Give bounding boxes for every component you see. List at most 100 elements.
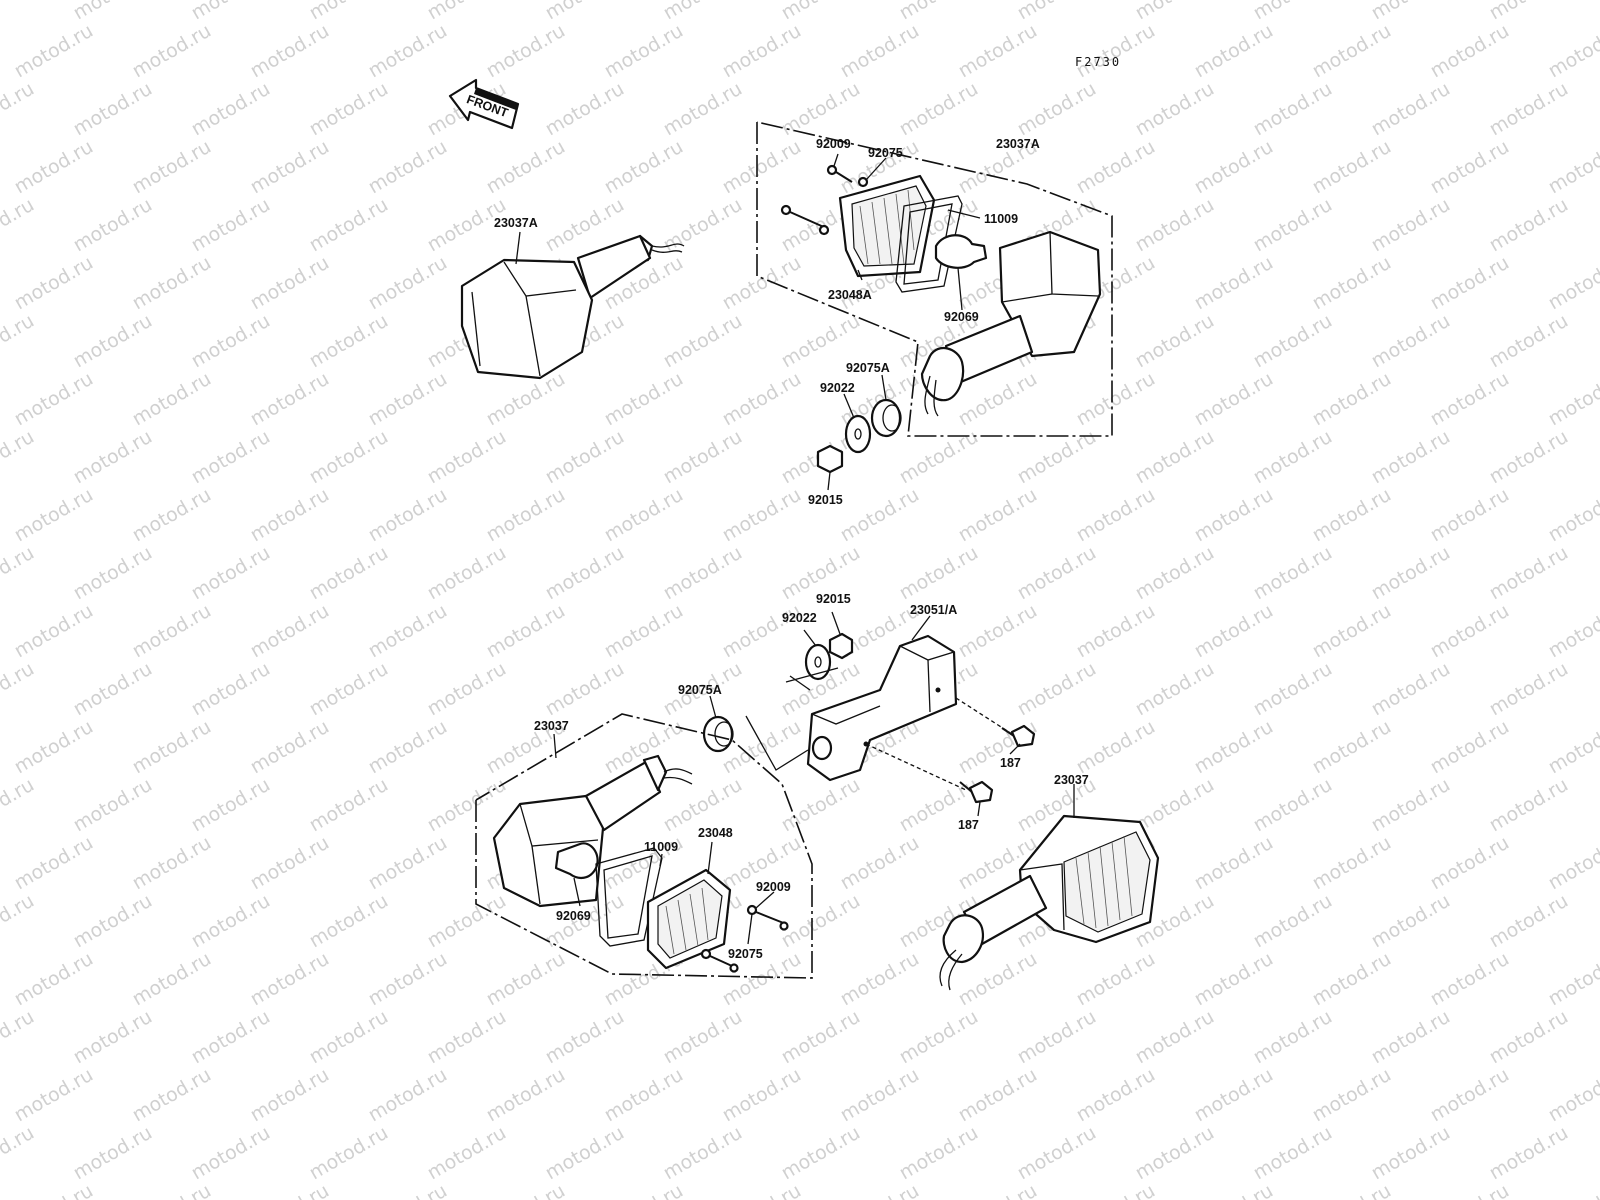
- watermark-text: motod.ru: [70, 1006, 156, 1069]
- watermark-text: motod.ru: [247, 1180, 333, 1200]
- label-top-assembly: 23037A: [996, 137, 1040, 151]
- watermark-text: motod.ru: [601, 484, 687, 547]
- watermark-text: motod.ru: [1250, 1122, 1336, 1185]
- label-bracket-grommet: 92075A: [678, 683, 722, 697]
- watermark-text: motod.ru: [1545, 20, 1600, 83]
- watermark-text: motod.ru: [837, 1180, 923, 1200]
- watermark-text: motod.ru: [0, 774, 38, 837]
- watermark-text: motod.ru: [1427, 1064, 1513, 1127]
- watermark-text: motod.ru: [719, 484, 805, 547]
- watermark-text: motod.ru: [11, 368, 97, 431]
- bracket: [806, 634, 958, 782]
- watermark-text: motod.ru: [1191, 484, 1277, 547]
- watermark-text: motod.ru: [1309, 600, 1395, 663]
- watermark-text: motod.ru: [483, 948, 569, 1011]
- watermark-text: motod.ru: [1014, 542, 1100, 605]
- label-top-washer: 92075: [868, 146, 903, 160]
- top-leaders: [515, 153, 981, 491]
- watermark-text: motod.ru: [542, 426, 628, 489]
- watermark-text: motod.ru: [1486, 194, 1572, 257]
- watermark-text: motod.ru: [247, 136, 333, 199]
- watermark-text: motod.ru: [188, 774, 274, 837]
- bolt-leader-lower: [865, 743, 967, 791]
- watermark-text: motod.ru: [247, 368, 333, 431]
- label-top-nut: 92015: [808, 493, 843, 507]
- watermark-text: motod.ru: [1073, 136, 1159, 199]
- watermark-text: motod.ru: [542, 658, 628, 721]
- watermark-text: motod.ru: [955, 484, 1041, 547]
- watermark-text: motod.ru: [542, 1122, 628, 1185]
- watermark-text: motod.ru: [365, 1064, 451, 1127]
- watermark-text: motod.ru: [365, 252, 451, 315]
- watermark-text: motod.ru: [1427, 484, 1513, 547]
- watermark-text: motod.ru: [1309, 1064, 1395, 1127]
- watermark-text: motod.ru: [188, 310, 274, 373]
- watermark-text: motod.ru: [129, 368, 215, 431]
- watermark-text: motod.ru: [1250, 890, 1336, 953]
- watermark-text: motod.ru: [365, 1180, 451, 1200]
- watermark-text: motod.ru: [188, 1122, 274, 1185]
- watermark-text: motod.ru: [1427, 252, 1513, 315]
- bolt-upper: [1001, 724, 1036, 748]
- watermark-text: motod.ru: [188, 194, 274, 257]
- watermark-text: motod.ru: [0, 0, 38, 24]
- label-bracket-washer: 92022: [782, 611, 817, 625]
- top-bulb: [934, 234, 988, 269]
- watermark-text: motod.ru: [365, 716, 451, 779]
- watermark-text: motod.ru: [1014, 658, 1100, 721]
- label-bracket-nut: 92015: [816, 592, 851, 606]
- watermark-text: motod.ru: [837, 832, 923, 895]
- watermark-text: motod.ru: [1368, 1122, 1454, 1185]
- label-top-gasket: 11009: [984, 212, 1018, 226]
- bracket-nut: [828, 632, 854, 660]
- watermark-text: motod.ru: [70, 310, 156, 373]
- watermark-text: motod.ru: [1250, 658, 1336, 721]
- watermark-text: motod.ru: [129, 136, 215, 199]
- watermark-text: motod.ru: [1014, 78, 1100, 141]
- watermark-text: motod.ru: [11, 716, 97, 779]
- watermark-text: motod.ru: [306, 78, 392, 141]
- watermark-text: motod.ru: [1427, 136, 1513, 199]
- watermark-text: motod.ru: [1486, 774, 1572, 837]
- watermark-text: motod.ru: [542, 542, 628, 605]
- watermark-text: motod.ru: [365, 600, 451, 663]
- watermark-text: motod.ru: [11, 20, 97, 83]
- watermark-text: motod.ru: [955, 20, 1041, 83]
- watermark-text: motod.ru: [1250, 1006, 1336, 1069]
- watermark-text: motod.ru: [896, 78, 982, 141]
- watermark-text: motod.ru: [306, 890, 392, 953]
- watermark-text: motod.ru: [1486, 426, 1572, 489]
- watermark-text: motod.ru: [1368, 774, 1454, 837]
- watermark-text: motod.ru: [1132, 658, 1218, 721]
- watermark-text: motod.ru: [1073, 948, 1159, 1011]
- watermark-text: motod.ru: [601, 136, 687, 199]
- watermark-text: motod.ru: [306, 774, 392, 837]
- watermark-text: motod.ru: [719, 252, 805, 315]
- top-screws: [780, 164, 869, 236]
- watermark-text: motod.ru: [601, 1180, 687, 1200]
- watermark-text: motod.ru: [1368, 194, 1454, 257]
- watermark-text: motod.ru: [1073, 20, 1159, 83]
- watermark-text: motod.ru: [1368, 1006, 1454, 1069]
- watermark-text: motod.ru: [955, 1180, 1041, 1200]
- label-bolt-upper: 187: [1000, 756, 1021, 770]
- bracket-grommet: [702, 715, 734, 753]
- top-assembly-boundary: [756, 121, 1113, 437]
- watermark-text: motod.ru: [1545, 252, 1600, 315]
- watermark-text: motod.ru: [424, 1122, 510, 1185]
- watermark-text: motod.ru: [719, 600, 805, 663]
- label-top-screw: 92009: [816, 137, 851, 151]
- watermark-text: motod.ru: [129, 716, 215, 779]
- watermark-text: motod.ru: [188, 890, 274, 953]
- label-bottom-washer: 92075: [728, 947, 763, 961]
- watermark-text: motod.ru: [601, 1064, 687, 1127]
- watermark-text: motod.ru: [424, 1006, 510, 1069]
- watermark-text: motod.ru: [660, 426, 746, 489]
- watermark-text: motod.ru: [11, 1064, 97, 1127]
- watermark-text: motod.ru: [70, 1122, 156, 1185]
- watermark-text: motod.ru: [306, 1122, 392, 1185]
- watermark-text: motod.ru: [1545, 1180, 1600, 1200]
- watermark-text: motod.ru: [70, 774, 156, 837]
- watermark-text: motod.ru: [1132, 426, 1218, 489]
- watermark-text: motod.ru: [778, 1006, 864, 1069]
